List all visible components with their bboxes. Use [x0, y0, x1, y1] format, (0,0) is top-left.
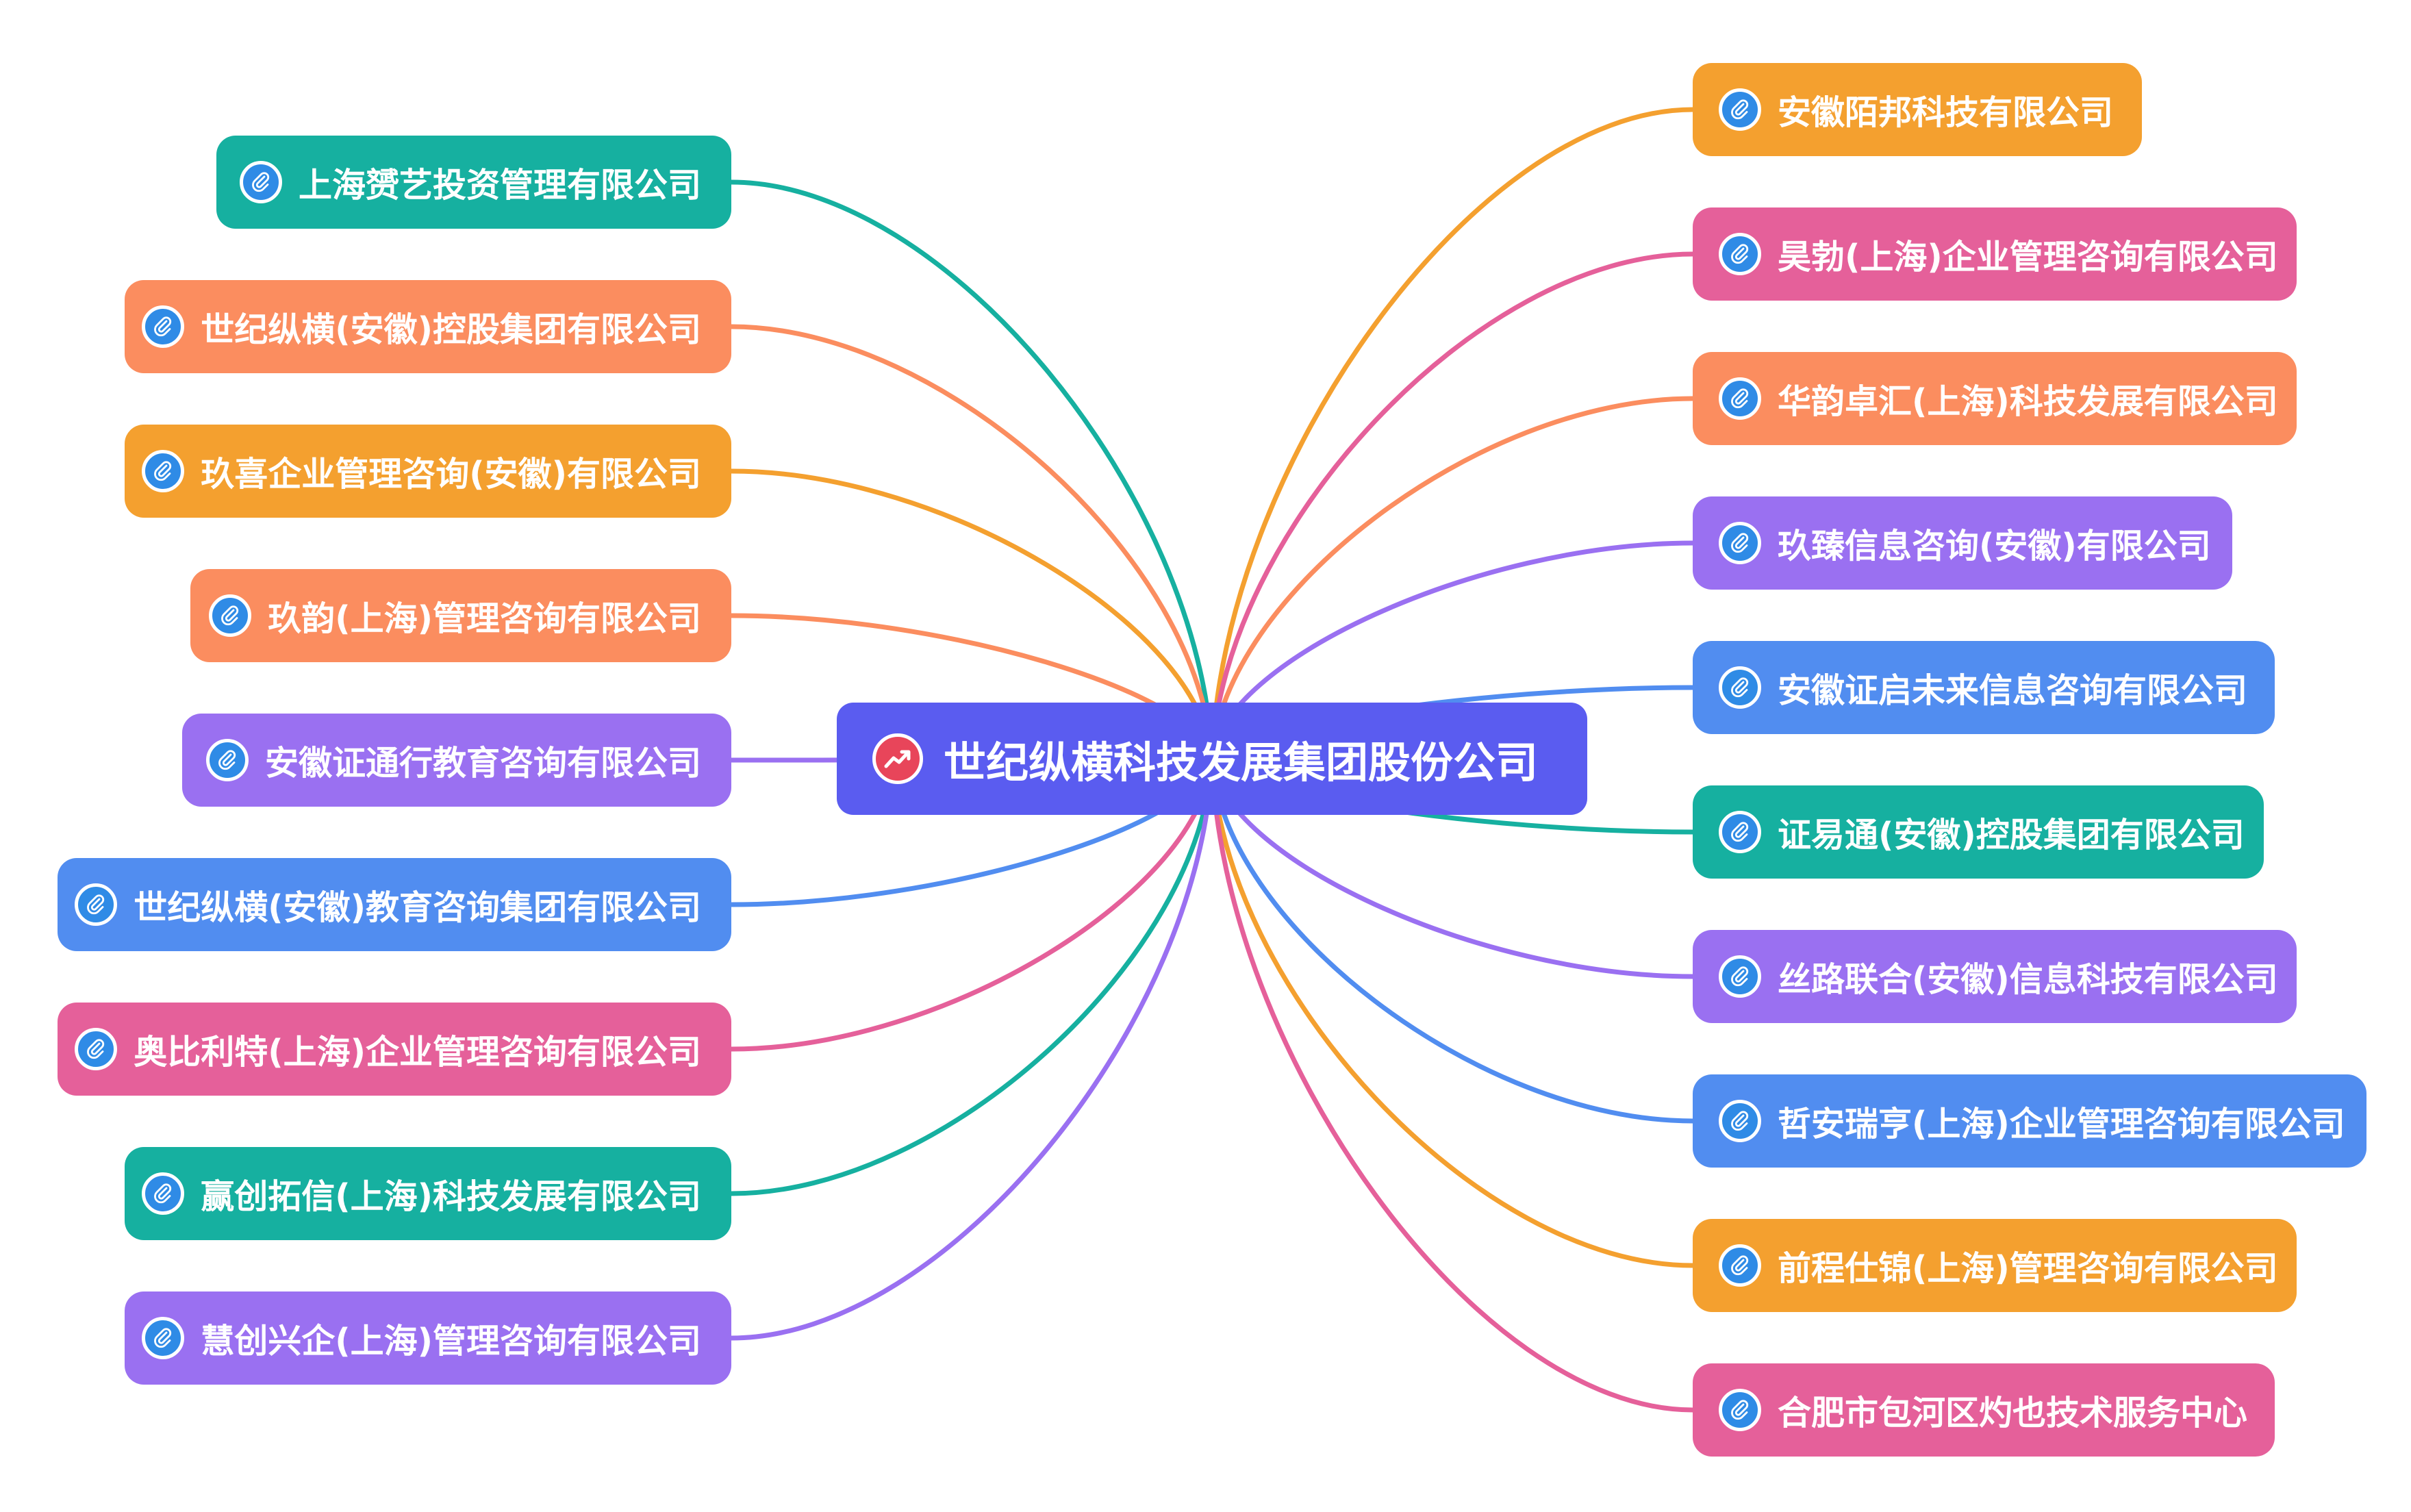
node-label: 前程仕锦(上海)管理咨询有限公司 [1778, 1248, 2278, 1288]
left-connector-2 [729, 468, 1215, 761]
node-label: 世纪纵横(安徽)教育咨询集团有限公司 [134, 887, 701, 927]
left-node[interactable]: 赢创拓信(上海)科技发展有限公司 [125, 1147, 731, 1240]
right-node[interactable]: 安徽证启未来信息咨询有限公司 [1693, 641, 2275, 734]
paperclip-icon [75, 883, 118, 926]
node-label: 昊勃(上海)企业管理咨询有限公司 [1778, 237, 2278, 277]
right-node[interactable]: 丝路联合(安徽)信息科技有限公司 [1693, 930, 2297, 1023]
node-label: 华韵卓汇(上海)科技发展有限公司 [1778, 381, 2278, 421]
node-label: 安徽证通行教育咨询有限公司 [264, 743, 701, 783]
right-connector-1 [1209, 251, 1695, 761]
paperclip-icon [1719, 955, 1761, 998]
node-label: 证易通(安徽)控股集团有限公司 [1778, 815, 2245, 855]
node-label: 合肥市包河区灼也技术服务中心 [1778, 1393, 2248, 1433]
node-label: 丝路联合(安徽)信息科技有限公司 [1778, 959, 2278, 999]
paperclip-icon [205, 739, 249, 781]
left-connector-6 [729, 756, 1215, 1052]
right-node[interactable]: 前程仕锦(上海)管理咨询有限公司 [1693, 1219, 2297, 1312]
right-node[interactable]: 玖臻信息咨询(安徽)有限公司 [1693, 496, 2232, 590]
left-node[interactable]: 世纪纵横(安徽)控股集团有限公司 [125, 280, 731, 373]
node-label: 哲安瑞亨(上海)企业管理咨询有限公司 [1778, 1104, 2345, 1144]
left-node[interactable]: 安徽证通行教育咨询有限公司 [182, 714, 731, 807]
paperclip-icon [142, 450, 185, 492]
paperclip-icon [209, 594, 252, 637]
node-label: 玖臻信息咨询(安徽)有限公司 [1778, 526, 2211, 566]
left-node[interactable]: 上海赟艺投资管理有限公司 [216, 136, 731, 229]
node-label: 上海赟艺投资管理有限公司 [298, 165, 701, 205]
node-label: 世纪纵横(安徽)控股集团有限公司 [201, 310, 701, 349]
node-label: 安徽陌邦科技有限公司 [1778, 92, 2114, 132]
right-node[interactable]: 证易通(安徽)控股集团有限公司 [1693, 785, 2264, 879]
left-node[interactable]: 世纪纵横(安徽)教育咨询集团有限公司 [58, 858, 731, 951]
right-connector-8 [1209, 756, 1695, 1268]
paperclip-icon [1719, 666, 1761, 709]
right-connector-2 [1209, 396, 1695, 761]
paperclip-icon [1719, 233, 1761, 275]
paperclip-icon [1719, 1389, 1761, 1431]
node-label: 玖韵(上海)管理咨询有限公司 [268, 598, 701, 638]
paperclip-icon [1719, 811, 1761, 853]
paperclip-icon [142, 1317, 185, 1359]
paperclip-icon [239, 161, 282, 203]
node-label: 玖喜企业管理咨询(安徽)有限公司 [201, 454, 701, 494]
left-node[interactable]: 玖喜企业管理咨询(安徽)有限公司 [125, 425, 731, 518]
left-node[interactable]: 慧创兴企(上海)管理咨询有限公司 [125, 1292, 731, 1385]
node-label: 慧创兴企(上海)管理咨询有限公司 [201, 1321, 701, 1361]
right-node[interactable]: 合肥市包河区灼也技术服务中心 [1693, 1363, 2275, 1457]
left-connector-7 [729, 756, 1215, 1196]
paperclip-icon [1719, 1244, 1761, 1287]
paperclip-icon [1719, 88, 1761, 131]
paperclip-icon [1719, 522, 1761, 564]
left-connector-1 [729, 324, 1215, 761]
paperclip-icon [75, 1028, 118, 1070]
trend-up-icon [872, 733, 923, 784]
right-connector-9 [1209, 756, 1695, 1413]
left-connector-0 [729, 179, 1215, 761]
root-node[interactable]: 世纪纵横科技发展集团股份公司 [837, 703, 1587, 815]
right-node[interactable]: 哲安瑞亨(上海)企业管理咨询有限公司 [1693, 1074, 2366, 1168]
left-node[interactable]: 奥比利特(上海)企业管理咨询有限公司 [58, 1003, 731, 1096]
right-node[interactable]: 安徽陌邦科技有限公司 [1693, 63, 2142, 156]
node-label: 安徽证启未来信息咨询有限公司 [1778, 670, 2248, 710]
left-connector-8 [729, 756, 1215, 1341]
root-label: 世纪纵横科技发展集团股份公司 [943, 738, 1538, 788]
paperclip-icon [142, 1172, 185, 1215]
node-label: 奥比利特(上海)企业管理咨询有限公司 [134, 1032, 701, 1072]
right-connector-0 [1209, 107, 1695, 761]
paperclip-icon [1719, 377, 1761, 420]
paperclip-icon [142, 305, 185, 348]
paperclip-icon [1719, 1100, 1761, 1142]
node-label: 赢创拓信(上海)科技发展有限公司 [201, 1176, 701, 1216]
right-node[interactable]: 昊勃(上海)企业管理咨询有限公司 [1693, 207, 2297, 301]
right-connector-7 [1209, 756, 1695, 1124]
right-node[interactable]: 华韵卓汇(上海)科技发展有限公司 [1693, 352, 2297, 445]
left-node[interactable]: 玖韵(上海)管理咨询有限公司 [190, 569, 731, 662]
